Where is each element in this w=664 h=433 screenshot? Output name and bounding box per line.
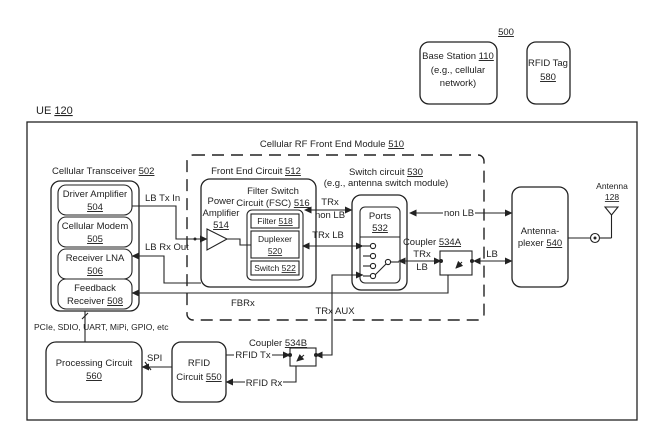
svg-text:Power: Power — [208, 196, 235, 207]
lb-tx-in-label: LB Tx In — [145, 193, 180, 204]
ue-label: UE 120 — [36, 105, 73, 117]
rfid-circuit-box: RFID Circuit 550 — [171, 341, 227, 403]
receiver-lna-box: Receiver LNA 506 — [57, 248, 133, 280]
svg-text:Filter 518: Filter 518 — [257, 216, 293, 226]
svg-text:Driver Amplifier: Driver Amplifier — [63, 189, 127, 200]
rfid-tx-label: RFID Tx — [235, 350, 270, 361]
coupler-a-label: Coupler 534A — [403, 237, 462, 248]
fem-box — [186, 154, 485, 321]
feedback-receiver-box: Feedback Receiver 508 — [57, 278, 133, 310]
lb-label: LB — [486, 249, 498, 260]
spi-label: SPI — [147, 353, 162, 364]
svg-text:Cellular Modem: Cellular Modem — [62, 221, 129, 232]
interface-bus-label: PCIe, SDIO, UART, MiPi, GPIO, etc — [34, 322, 169, 332]
trx-non-lb-label-1: TRx — [321, 197, 339, 208]
svg-text:plexer 540: plexer 540 — [518, 238, 562, 249]
transceiver-label: Cellular Transceiver 502 — [52, 166, 154, 177]
base-station-box: Base Station 110 (e.g., cellular network… — [419, 41, 498, 105]
svg-text:Switch 522: Switch 522 — [254, 263, 296, 273]
rfid-rx-label: RFID Rx — [246, 378, 283, 389]
non-lb-label: non LB — [444, 208, 474, 219]
coupler-b-box — [288, 347, 318, 367]
svg-text:Feedback: Feedback — [74, 283, 116, 294]
driver-amplifier-box: Driver Amplifier 504 — [57, 184, 133, 216]
svg-text:(e.g., cellular: (e.g., cellular — [431, 65, 485, 76]
svg-text:580: 580 — [540, 72, 556, 83]
svg-text:Duplexer: Duplexer — [258, 234, 292, 244]
svg-text:520: 520 — [268, 246, 282, 256]
svg-text:Amplifier: Amplifier — [203, 208, 240, 219]
svg-text:Base Station 110: Base Station 110 — [422, 51, 494, 62]
switch-circuit-label-1: Switch circuit 530 — [349, 167, 423, 178]
switch-circuit-label-2: (e.g., antenna switch module) — [324, 178, 449, 189]
antennaplexer-box: Antenna- plexer 540 — [511, 186, 569, 288]
svg-text:560: 560 — [86, 371, 102, 382]
svg-text:Circuit 550: Circuit 550 — [176, 372, 221, 383]
coupler-a-box — [439, 250, 474, 276]
antenna-icon — [568, 206, 620, 244]
pa-to-duplexer-line — [227, 238, 251, 246]
svg-text:Ports: Ports — [369, 211, 391, 222]
trx-aux-label: TRx AUX — [315, 306, 355, 317]
lb-rx-out-line — [131, 252, 201, 284]
coupler-b-label: Coupler 534B — [249, 338, 307, 349]
svg-text:504: 504 — [87, 202, 103, 213]
fbrx-label: FBRx — [231, 298, 255, 309]
figure-number: 500 — [498, 27, 514, 38]
svg-text:Receiver LNA: Receiver LNA — [66, 253, 125, 264]
svg-text:RFID Tag: RFID Tag — [528, 58, 568, 69]
lb-rx-out-label: LB Rx Out — [145, 242, 189, 253]
ports-box: Ports 532 — [359, 206, 401, 284]
fsc-label-2: Circuit (FSC) 516 — [236, 198, 309, 209]
trx-lb2-label-2: LB — [416, 262, 428, 273]
front-end-label: Front End Circuit 512 — [211, 166, 301, 177]
svg-text:network): network) — [440, 78, 476, 89]
trx-aux-line — [316, 271, 364, 356]
fsc-label-1: Filter Switch — [247, 186, 299, 197]
fbrx-line — [131, 275, 449, 297]
svg-text:514: 514 — [213, 220, 229, 231]
svg-text:Antenna-: Antenna- — [521, 226, 560, 237]
svg-text:505: 505 — [87, 234, 103, 245]
lb-tx-in-line — [132, 205, 208, 243]
fem-label: Cellular RF Front End Module 510 — [260, 139, 404, 150]
filter-box: Filter 518 — [250, 213, 300, 229]
trx-lb-label: TRx LB — [312, 230, 344, 241]
processing-circuit-box: Processing Circuit 560 — [45, 341, 143, 403]
trx-non-lb-label-2: non LB — [315, 210, 345, 221]
svg-text:Processing Circuit: Processing Circuit — [56, 358, 133, 369]
cellular-modem-box: Cellular Modem 505 — [57, 216, 133, 248]
switch-box: Switch 522 — [250, 260, 300, 276]
trx-lb2-label-1: TRx — [413, 249, 431, 260]
port-switch-icon — [363, 242, 399, 280]
svg-text:RFID: RFID — [188, 358, 210, 369]
duplexer-box: Duplexer 520 — [250, 230, 300, 259]
antenna-label: Antenna — [596, 181, 628, 191]
svg-text:532: 532 — [372, 223, 388, 234]
svg-text:Receiver 508: Receiver 508 — [67, 296, 123, 307]
svg-text:506: 506 — [87, 266, 103, 277]
antenna-number: 128 — [605, 192, 619, 202]
rfid-tag-box: RFID Tag 580 — [526, 41, 571, 105]
